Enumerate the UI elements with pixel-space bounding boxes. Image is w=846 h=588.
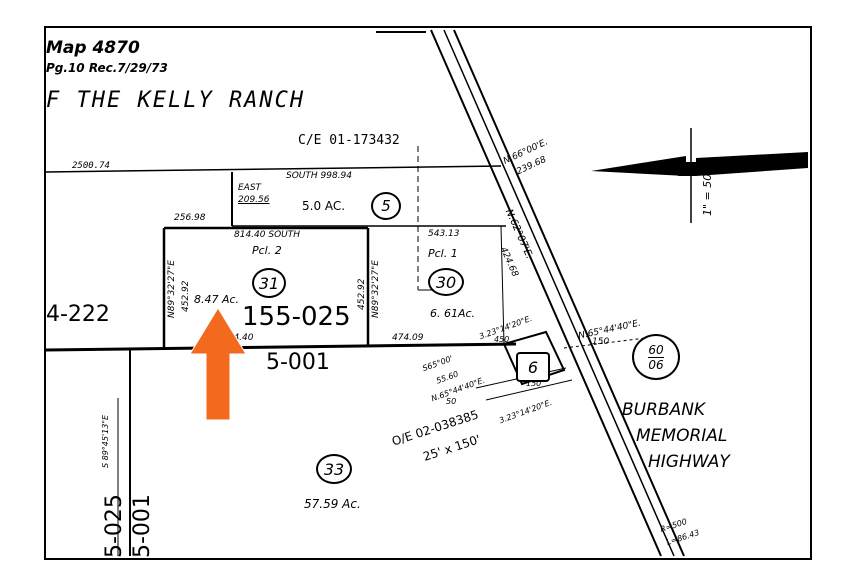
bearing-ne-65-length: 150 xyxy=(592,337,610,347)
parcel-60-top: 60 xyxy=(648,342,664,358)
parcel-60-number: 60 06 xyxy=(632,334,680,380)
dim-256: 256.98 xyxy=(174,213,206,223)
book-number-bottom-left-1: 5-025 xyxy=(102,494,127,558)
bearing-right: N89°32'27"E xyxy=(371,260,381,318)
dim-south-998: SOUTH 998.94 xyxy=(286,171,353,181)
parcel-map-linework xyxy=(46,29,808,557)
page-reference: Pg.10 Rec.7/29/73 xyxy=(46,61,168,75)
book-number-left: 4-222 xyxy=(46,302,110,327)
parcel-5-area: 5.0 AC. xyxy=(302,199,346,213)
road-name-line1: BURBANK xyxy=(622,400,706,420)
parcel-60-bottom: 06 xyxy=(648,357,664,372)
bearing-s89: S 89°45'13"E xyxy=(101,414,110,468)
bearing-23b-length: 150 xyxy=(526,379,542,388)
dim-top-left: 2500.74 xyxy=(72,161,110,171)
bearing-23a-length: 450 xyxy=(494,335,510,344)
dim-452-right: 452.92 xyxy=(357,278,367,311)
parcel-30-area: 6. 61Ac. xyxy=(430,307,476,320)
dim-814-south: 814.40 SOUTH xyxy=(234,230,301,240)
ce-easement: C/E 01-173432 xyxy=(298,133,400,148)
road-name-line3: HIGHWAY xyxy=(648,452,730,472)
parcel-30-number: 30 xyxy=(428,268,464,296)
location-arrow-icon xyxy=(189,307,247,421)
bearing-n65b-length: 50 xyxy=(446,397,457,406)
map-scale: 1" = 500' xyxy=(701,163,714,216)
map-reference: Map 4870 xyxy=(46,38,140,58)
parcel-33-number: 33 xyxy=(316,454,352,484)
book-number-bottom-left-2: 5-001 xyxy=(130,494,155,558)
parcel-30-label: Pcl. 1 xyxy=(428,247,458,260)
book-number-road: 5-001 xyxy=(266,350,330,375)
book-number-center: 155-025 xyxy=(242,302,351,332)
map-frame: Map 4870 Pg.10 Rec.7/29/73 F THE KELLY R… xyxy=(44,26,812,560)
dim-209: 209.56 xyxy=(238,195,270,205)
road-name-line2: MEMORIAL xyxy=(636,426,728,446)
parcel-31-label: Pcl. 2 xyxy=(252,244,282,257)
dim-543: 543.13 xyxy=(428,229,460,239)
tract-name: F THE KELLY RANCH xyxy=(46,88,306,113)
parcel-33-area: 57.59 Ac. xyxy=(304,497,361,511)
parcel-5-number: 5 xyxy=(371,192,401,220)
parcel-31-number: 31 xyxy=(252,268,286,298)
dim-814-bottom: 814.40 xyxy=(222,333,254,343)
dim-east: EAST xyxy=(238,183,262,193)
bearing-left: N89°32'27"E xyxy=(167,260,177,318)
dim-474: 474.09 xyxy=(392,333,424,343)
parcel-6-number: 6 xyxy=(516,352,550,382)
parcel-31-area: 8.47 Ac. xyxy=(194,293,240,306)
